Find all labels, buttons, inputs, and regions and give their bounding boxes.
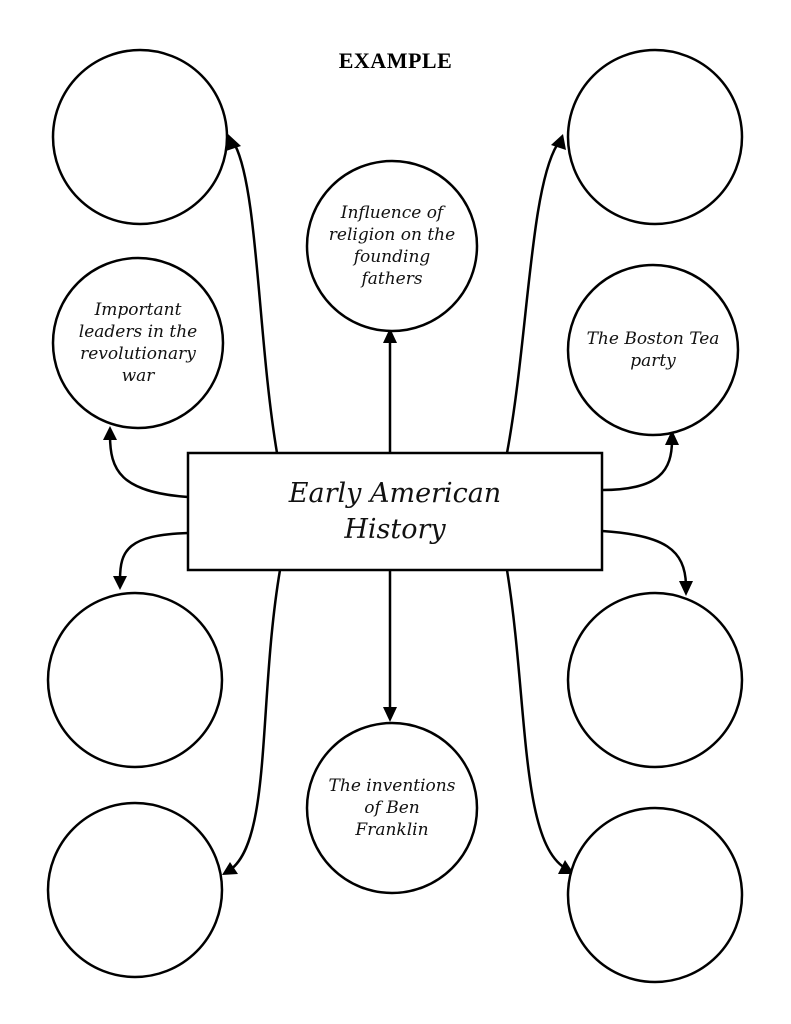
bubble-top-right (566, 48, 744, 226)
arrowhead-lower-left (113, 576, 127, 590)
bubble-label-top-right (575, 57, 735, 217)
bubble-lower-center (305, 721, 479, 895)
bubble-upper-right (566, 263, 740, 437)
arrowheads (103, 134, 693, 875)
bubble-label-lower-right (575, 600, 735, 760)
bubble-top-left (51, 48, 229, 226)
bubble-label-upper-left: Important leaders in the revolutionary w… (78, 299, 198, 387)
arrowhead-upper-center (383, 328, 397, 343)
bubble-label-bottom-left (55, 810, 215, 970)
bubble-bottom-right (566, 806, 744, 984)
arrow-to-bottom-right (505, 569, 566, 870)
arrowhead-top-left (226, 134, 241, 151)
arrowhead-upper-right (665, 430, 679, 445)
arrow-to-top-right (505, 144, 559, 454)
bubble-label-bottom-right (575, 815, 735, 975)
arrow-to-lower-right (601, 529, 688, 586)
arrow-to-upper-right (601, 439, 674, 492)
arrowhead-bottom-left (222, 862, 238, 875)
arrow-to-lower-left (118, 531, 189, 581)
central-topic-box (186, 451, 604, 572)
bubbles (46, 48, 744, 984)
bubble-upper-left (51, 256, 225, 430)
bubble-label-upper-right: The Boston Tea party (586, 328, 720, 371)
arrow-to-bottom-left (229, 569, 282, 872)
arrow-to-upper-left (108, 434, 189, 499)
bubble-lower-right (566, 591, 744, 769)
arrow-to-top-left (233, 144, 279, 454)
bubble-label-top-left (60, 57, 220, 217)
arrowhead-lower-center (383, 707, 397, 722)
bubble-label-lower-left (55, 600, 215, 760)
bubble-bottom-left (46, 801, 224, 979)
arrowhead-top-right (551, 134, 566, 150)
bubble-label-upper-center: Influence of religion on the founding fa… (328, 202, 456, 290)
arrowhead-upper-left (103, 426, 117, 440)
bubble-upper-center (305, 159, 479, 333)
bubble-label-lower-center: The inventions of Ben Franklin (328, 775, 456, 841)
arrowhead-bottom-right (558, 860, 574, 874)
central-topic-label: Early American History (288, 478, 502, 545)
bubble-lower-left (46, 591, 224, 769)
page-heading: EXAMPLE (338, 48, 453, 73)
arrowhead-lower-right (679, 581, 693, 596)
connectors (108, 144, 688, 872)
